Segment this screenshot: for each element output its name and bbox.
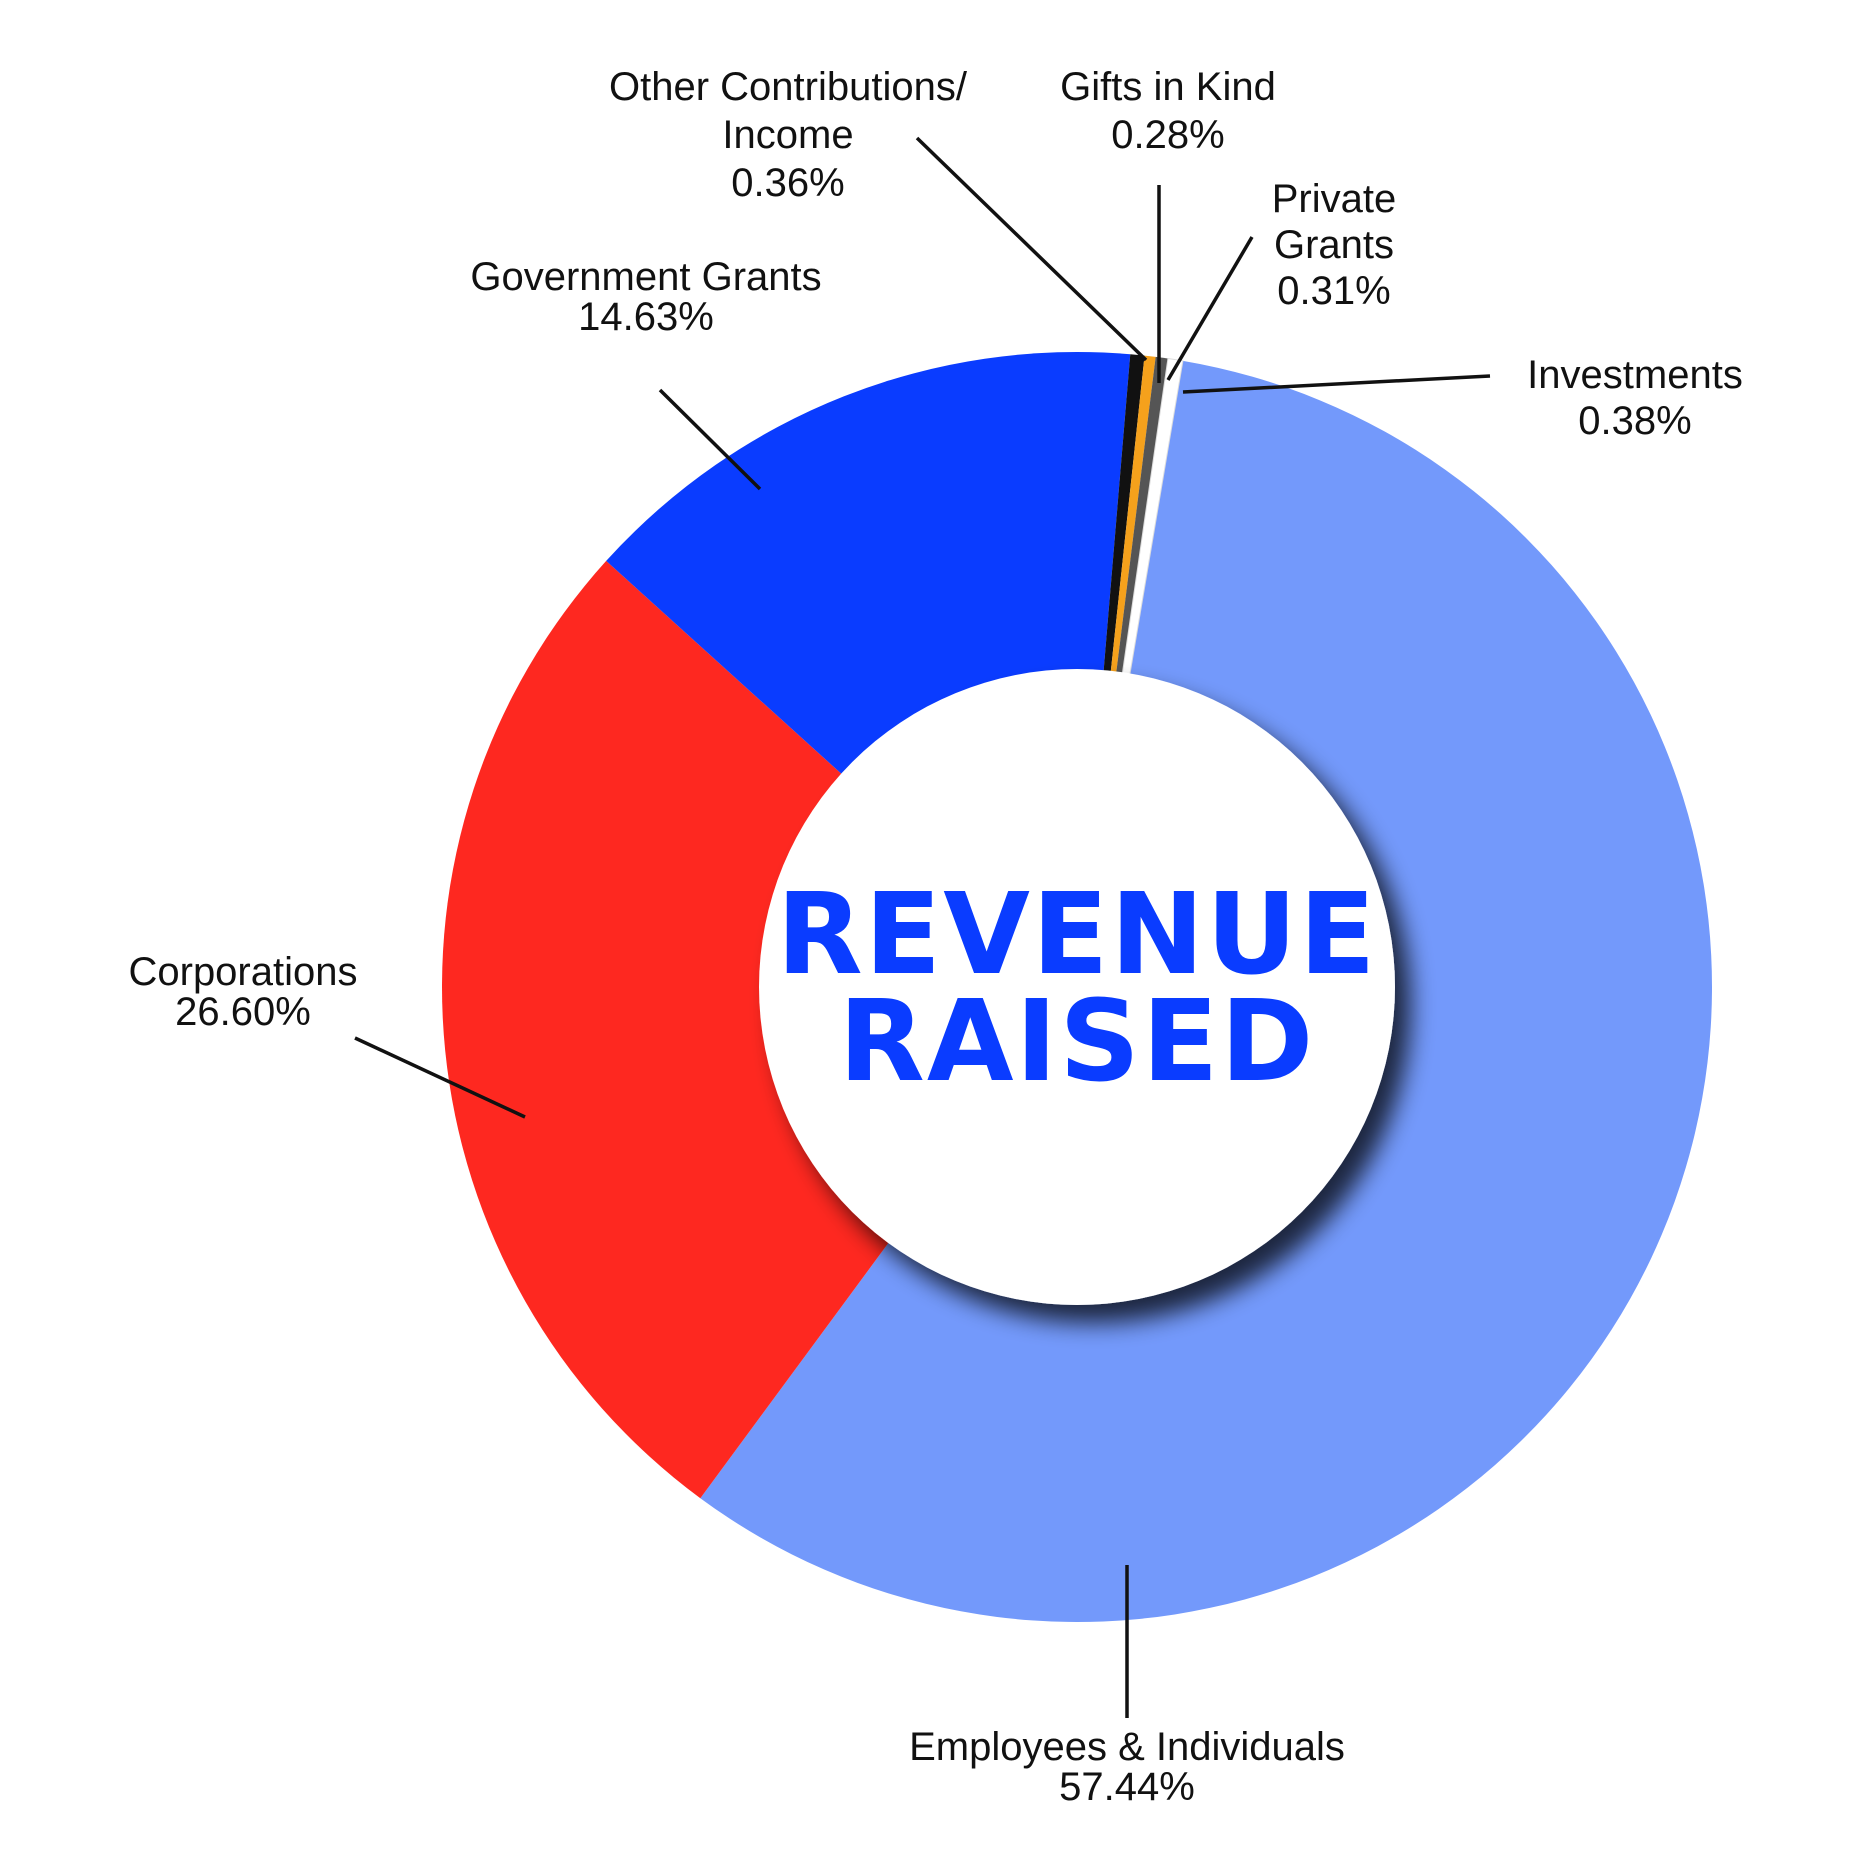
label-value-employees-individuals: 57.44% [1059, 1765, 1195, 1809]
slice-corporations [442, 560, 1077, 1499]
label-name-other-contributions-income: Income [722, 113, 853, 157]
label-name-corporations: Corporations [128, 950, 357, 994]
label-name-private-grants: Private [1272, 177, 1397, 221]
leader-other-contributions-income [915, 136, 1148, 362]
center-title-line-1: REVENUE [776, 870, 1377, 1000]
label-value-investments: 0.38% [1578, 399, 1691, 443]
label-value-government-grants: 14.63% [578, 295, 714, 339]
leader-government-grants [658, 388, 762, 491]
label-value-gifts-in-kind: 0.28% [1111, 113, 1224, 157]
label-name-investments: Investments [1527, 353, 1743, 397]
label-value-other-contributions-income: 0.36% [731, 161, 844, 205]
label-value-corporations: 26.60% [175, 990, 311, 1034]
label-name-gifts-in-kind: Gifts in Kind [1060, 65, 1276, 109]
center-title-line-2: RAISED [839, 977, 1316, 1107]
leader-investments [1182, 374, 1491, 394]
donut-hole [759, 669, 1395, 1305]
label-value-private-grants: 0.31% [1277, 269, 1390, 313]
leader-private-grants [1166, 236, 1254, 381]
label-name-government-grants: Government Grants [470, 255, 821, 299]
label-name-private-grants: Grants [1274, 223, 1394, 267]
leader-corporations [354, 1036, 526, 1119]
label-name-other-contributions-income: Other Contributions/ [609, 65, 968, 109]
leader-lines [354, 136, 1491, 1718]
label-name-employees-individuals: Employees & Individuals [909, 1725, 1345, 1769]
